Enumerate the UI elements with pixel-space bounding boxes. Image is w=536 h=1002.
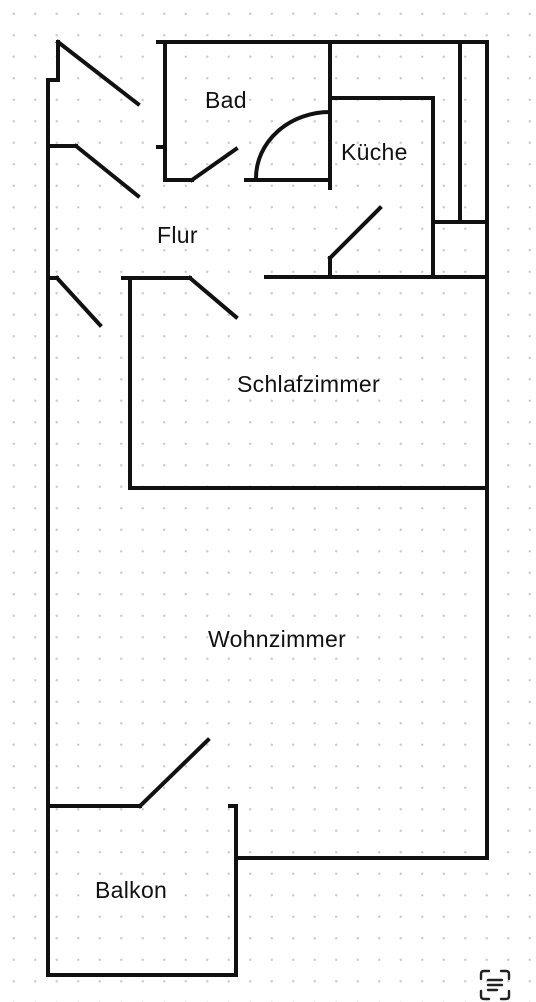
outer-walls	[46, 40, 489, 977]
kitchen-walls	[328, 40, 489, 279]
label-balkon: Balkon	[95, 877, 167, 903]
label-bad: Bad	[205, 87, 247, 113]
bedroom-walls	[46, 144, 489, 490]
door-hall-left	[73, 143, 141, 199]
door-wc-left	[54, 275, 103, 328]
door-entrance	[55, 39, 141, 107]
door-bath	[189, 146, 239, 183]
label-schlafzimmer: Schlafzimmer	[237, 371, 380, 397]
door-bedroom	[187, 275, 239, 320]
doors	[54, 39, 383, 809]
label-kueche: Küche	[341, 139, 408, 165]
label-wohnzimmer: Wohnzimmer	[208, 626, 346, 652]
bedroom-wall	[121, 276, 489, 490]
text-scan-icon[interactable]	[478, 968, 512, 1002]
wall-left-main	[46, 78, 238, 977]
door-balcony	[137, 737, 211, 809]
kitchen-wall-top	[328, 96, 435, 279]
room-labels: Bad Küche Flur Schlafzimmer Wohnzimmer B…	[95, 87, 408, 903]
label-flur: Flur	[157, 222, 198, 248]
door-kitchen-hall	[327, 205, 383, 261]
door-kitchen-swing	[253, 109, 333, 181]
